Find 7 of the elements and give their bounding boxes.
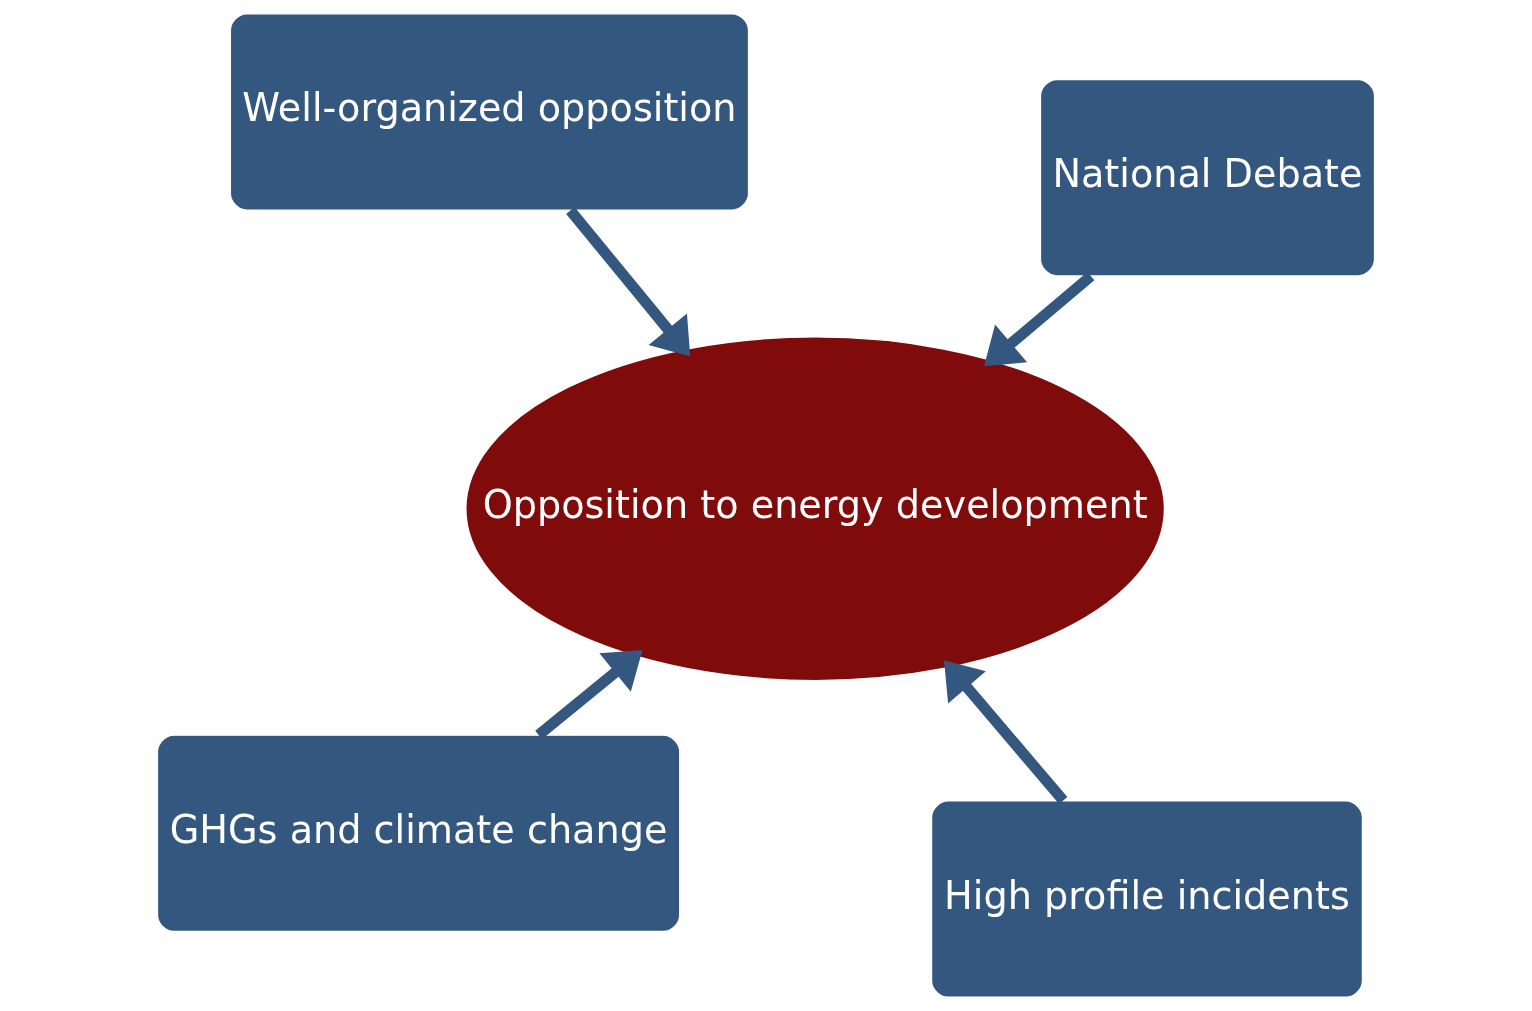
node-ellipse: Opposition to energy development bbox=[465, 336, 1166, 682]
node-box: GHGs and climate change bbox=[156, 734, 681, 933]
node-box: Well-organized opposition bbox=[229, 13, 750, 211]
node-box: National Debate bbox=[1039, 78, 1376, 277]
node-box: High profile incidents bbox=[930, 800, 1364, 998]
arrow bbox=[566, 207, 691, 357]
arrow bbox=[944, 660, 1068, 805]
